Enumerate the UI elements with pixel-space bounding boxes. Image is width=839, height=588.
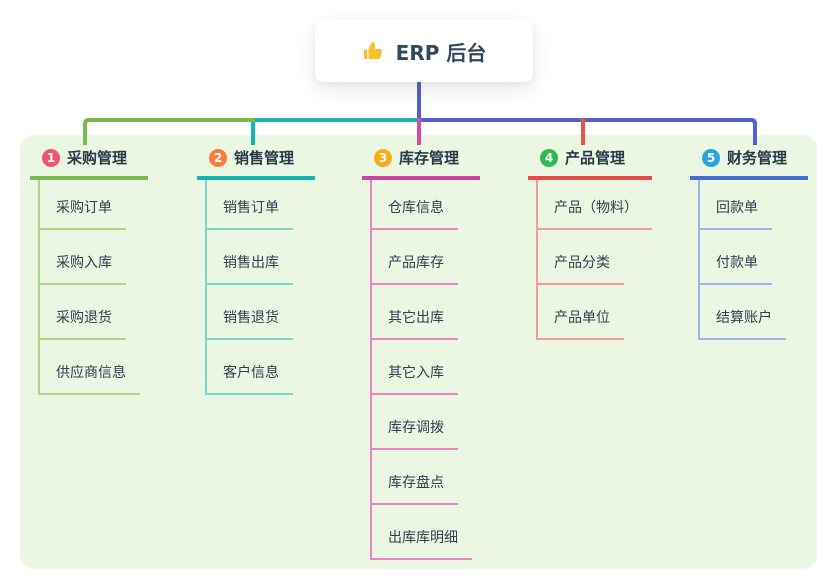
root-label: ERP 后台 [395, 40, 487, 65]
child-node[interactable]: 采购订单 [40, 197, 126, 230]
branch-children: 销售订单 销售出库 销售退货 客户信息 [205, 180, 315, 395]
child-node[interactable]: 付款单 [700, 252, 772, 285]
child-node[interactable]: 产品（物料） [538, 197, 652, 230]
branch-purchase: 1 采购管理 采购订单 采购入库 采购退货 供应商信息 [30, 143, 148, 395]
child-node[interactable]: 仓库信息 [372, 197, 458, 230]
root-node[interactable]: ERP 后台 [315, 20, 533, 82]
child-node[interactable]: 销售出库 [207, 252, 293, 285]
child-node[interactable]: 销售订单 [207, 197, 293, 230]
branch-label: 财务管理 [727, 149, 788, 167]
child-node[interactable]: 采购退货 [40, 307, 126, 340]
child-node[interactable]: 库存盘点 [372, 472, 458, 505]
branch-number-badge: 1 [42, 148, 60, 167]
branch-label: 产品管理 [565, 149, 626, 167]
child-node[interactable]: 其它出库 [372, 307, 458, 340]
branch-node[interactable]: 3 库存管理 [362, 143, 480, 180]
branch-node[interactable]: 1 采购管理 [30, 143, 148, 180]
branch-node[interactable]: 5 财务管理 [690, 143, 808, 180]
branch-number-badge: 2 [209, 148, 227, 167]
child-node[interactable]: 产品库存 [372, 252, 458, 285]
branch-number-badge: 4 [540, 148, 558, 167]
branch-number-badge: 3 [374, 148, 392, 167]
branch-children: 产品（物料） 产品分类 产品单位 [536, 180, 652, 340]
child-node[interactable]: 出库库明细 [372, 527, 472, 560]
child-node[interactable]: 采购入库 [40, 252, 126, 285]
child-node[interactable]: 回款单 [700, 197, 772, 230]
branch-node[interactable]: 4 产品管理 [528, 143, 652, 180]
branch-number-badge: 5 [702, 148, 720, 167]
branch-sales: 2 销售管理 销售订单 销售出库 销售退货 客户信息 [197, 143, 315, 395]
branch-label: 销售管理 [234, 149, 295, 167]
branches-background-panel [20, 135, 817, 569]
branch-inventory: 3 库存管理 仓库信息 产品库存 其它出库 其它入库 库存调拨 库存盘点 出库库… [362, 143, 480, 560]
branch-label: 库存管理 [399, 149, 460, 167]
child-node[interactable]: 结算账户 [700, 307, 786, 340]
branch-product: 4 产品管理 产品（物料） 产品分类 产品单位 [528, 143, 652, 340]
child-node[interactable]: 客户信息 [207, 362, 293, 395]
child-node[interactable]: 销售退货 [207, 307, 293, 340]
thumbs-up-icon [363, 42, 382, 59]
branch-label: 采购管理 [67, 149, 128, 167]
branch-children: 采购订单 采购入库 采购退货 供应商信息 [38, 180, 148, 395]
child-node[interactable]: 产品单位 [538, 307, 624, 340]
child-node[interactable]: 供应商信息 [40, 362, 140, 395]
branch-node[interactable]: 2 销售管理 [197, 143, 315, 180]
branch-children: 回款单 付款单 结算账户 [698, 180, 808, 340]
child-node[interactable]: 产品分类 [538, 252, 624, 285]
child-node[interactable]: 库存调拨 [372, 417, 458, 450]
branch-children: 仓库信息 产品库存 其它出库 其它入库 库存调拨 库存盘点 出库库明细 [370, 180, 480, 560]
child-node[interactable]: 其它入库 [372, 362, 458, 395]
branch-finance: 5 财务管理 回款单 付款单 结算账户 [690, 143, 808, 340]
